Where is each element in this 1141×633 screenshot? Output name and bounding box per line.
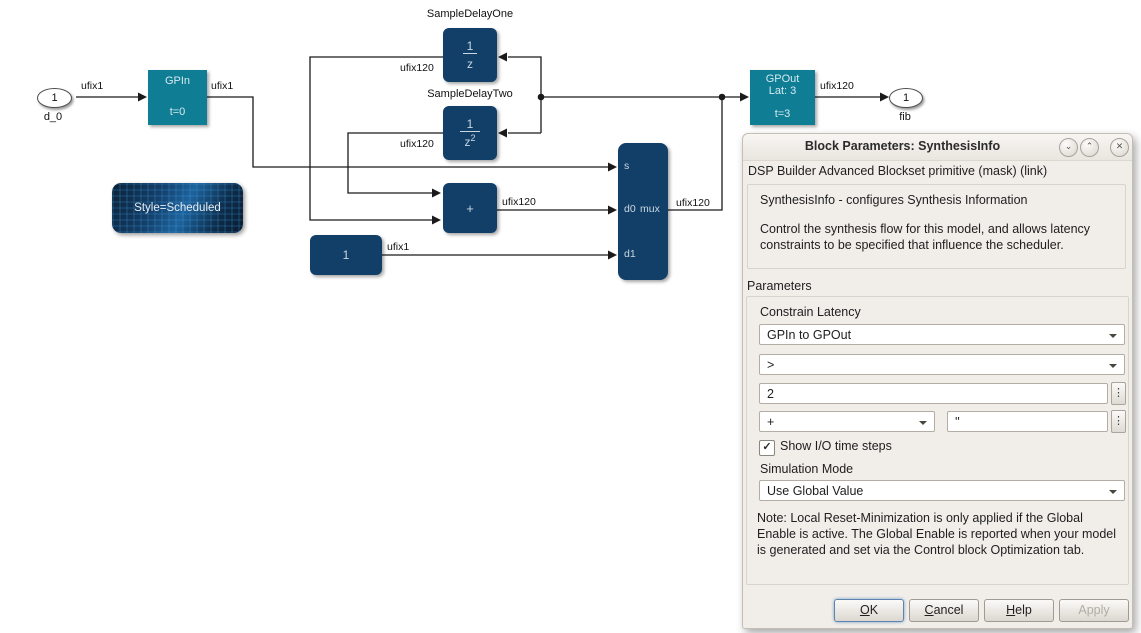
gpin-block[interactable]: GPIn t=0 — [148, 70, 207, 125]
help-button[interactable]: Help — [984, 599, 1054, 622]
delay2-name: SampleDelayTwo — [427, 88, 513, 100]
input-port-label: 1 — [51, 92, 58, 104]
mask-description-text: Control the synthesis flow for this mode… — [760, 222, 1091, 252]
mux-name: mux — [640, 203, 660, 215]
show-io-label: Show I/O time steps — [780, 439, 892, 453]
latency-plus-value: + — [767, 415, 775, 429]
gpout-title: GPOut — [765, 73, 800, 85]
signal-label-gpin-out: ufix1 — [211, 80, 234, 92]
latency-operator-value: > — [767, 358, 775, 372]
constrain-latency-select[interactable]: GPIn to GPOut — [759, 324, 1125, 345]
mux-port-d0: d0 — [624, 203, 636, 215]
style-annotation-label: Style=Scheduled — [134, 202, 221, 214]
output-port[interactable]: 1 — [889, 88, 923, 108]
gpout-latency: Lat: 3 — [768, 85, 797, 97]
suffix-edit-button[interactable]: ⋮ — [1111, 410, 1126, 433]
chevron-down-icon — [919, 421, 927, 425]
signal-label-adder-out: ufix120 — [502, 196, 536, 208]
input-port-name: d_0 — [43, 111, 63, 123]
gpout-block[interactable]: GPOut Lat: 3 t=3 — [750, 70, 815, 125]
latency-operator-select[interactable]: > — [759, 354, 1125, 375]
latency-suffix-input[interactable]: '' — [947, 411, 1108, 432]
output-port-name: fib — [899, 111, 911, 123]
signal-label-delay1-out: ufix120 — [400, 62, 434, 74]
output-port-label: 1 — [902, 92, 910, 104]
constant-value: 1 — [342, 248, 350, 262]
signal-label-mux-out: ufix120 — [676, 197, 710, 209]
reset-minimization-note: Note: Local Reset-Minimization is only a… — [757, 511, 1117, 557]
dialog-titlebar[interactable]: Block Parameters: SynthesisInfo ⌄ ⌃ ✕ — [743, 134, 1132, 161]
cancel-button[interactable]: Cancel — [909, 599, 979, 622]
show-io-checkbox[interactable]: ✓ — [759, 440, 775, 456]
style-annotation[interactable]: Style=Scheduled — [112, 183, 243, 233]
mux-port-s: s — [624, 160, 630, 172]
mux-block[interactable]: s d0 mux d1 — [618, 143, 668, 280]
chevron-down-icon — [1109, 334, 1117, 338]
simulation-mode-value: Use Global Value — [767, 484, 864, 498]
close-icon[interactable]: ✕ — [1110, 138, 1129, 157]
roll-down-icon[interactable]: ⌄ — [1059, 138, 1078, 157]
constrain-latency-label: Constrain Latency — [760, 305, 861, 319]
parameters-section-label: Parameters — [747, 279, 812, 293]
latency-edit-button[interactable]: ⋮ — [1111, 382, 1126, 405]
signal-label-const-out: ufix1 — [387, 241, 410, 253]
mux-port-d1: d1 — [624, 248, 636, 260]
chevron-down-icon — [1109, 490, 1117, 494]
constant-block[interactable]: 1 — [310, 235, 382, 275]
mask-description-title: SynthesisInfo - configures Synthesis Inf… — [760, 193, 1028, 207]
dialog-subtitle: DSP Builder Advanced Blockset primitive … — [748, 164, 1048, 178]
gpin-title: GPIn — [164, 75, 191, 87]
delay2-block[interactable]: 1 z2 — [443, 106, 497, 160]
delay1-name: SampleDelayOne — [426, 8, 514, 20]
delay2-transfer-function: 1 z2 — [460, 117, 480, 149]
parameters-frame: Constrain Latency GPIn to GPOut > 2 ⋮ + … — [746, 296, 1129, 585]
delay1-transfer-function: 1 z — [463, 39, 477, 71]
dialog-title: Block Parameters: SynthesisInfo — [804, 139, 1001, 153]
latency-plus-select[interactable]: + — [759, 411, 935, 432]
signal-label-delay2-out: ufix120 — [400, 138, 434, 150]
constrain-latency-value: GPIn to GPOut — [767, 328, 852, 342]
mask-description-box: SynthesisInfo - configures Synthesis Inf… — [747, 184, 1126, 269]
gpout-timestep: t=3 — [774, 108, 791, 120]
signal-label-in: ufix1 — [81, 80, 104, 92]
input-port[interactable]: 1 — [37, 88, 72, 108]
apply-button[interactable]: Apply — [1059, 599, 1129, 622]
latency-value-input[interactable]: 2 — [759, 383, 1108, 404]
delay1-block[interactable]: 1 z — [443, 28, 497, 82]
gpin-timestep: t=0 — [169, 106, 186, 118]
ok-button[interactable]: OK — [834, 599, 904, 622]
simulation-mode-label: Simulation Mode — [760, 462, 854, 476]
adder-block[interactable]: + — [443, 183, 497, 233]
chevron-down-icon — [1109, 364, 1117, 368]
simulation-mode-select[interactable]: Use Global Value — [759, 480, 1125, 501]
signal-label-gpout-out: ufix120 — [820, 80, 854, 92]
adder-symbol: + — [466, 200, 474, 216]
block-parameters-dialog: Block Parameters: SynthesisInfo ⌄ ⌃ ✕ DS… — [742, 133, 1133, 629]
roll-up-icon[interactable]: ⌃ — [1080, 138, 1099, 157]
